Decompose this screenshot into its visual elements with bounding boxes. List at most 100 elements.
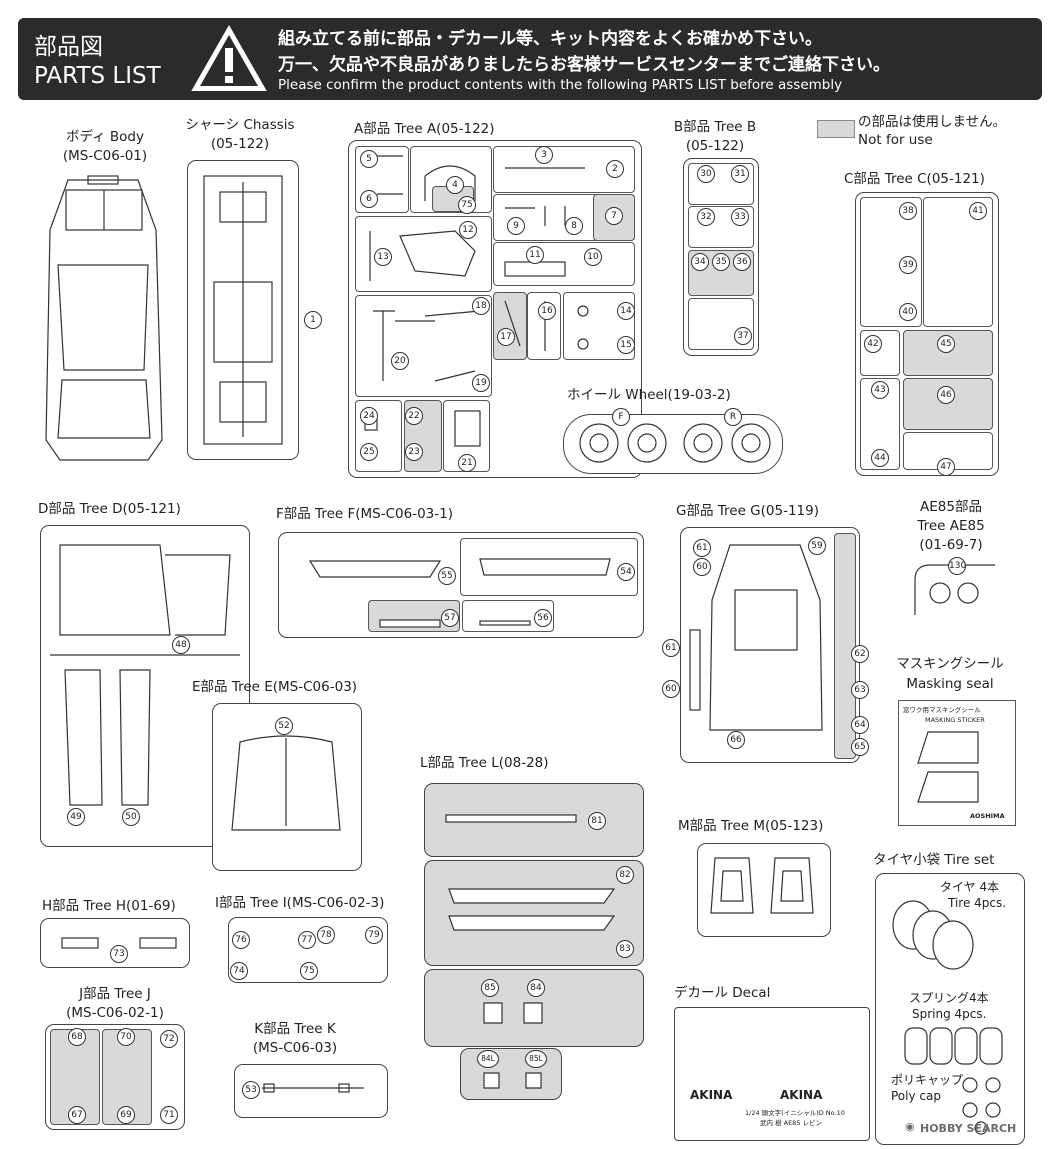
chassis-drawing	[203, 175, 283, 445]
spring-drawing	[904, 1027, 1003, 1065]
tree-ae85-drawing	[914, 564, 995, 615]
wheel-front-marker: F	[612, 408, 630, 426]
part-24: 24	[360, 407, 378, 425]
part-17: 17	[497, 328, 515, 346]
part-59: 59	[808, 537, 826, 555]
part-4: 4	[446, 176, 464, 194]
part-32: 32	[697, 208, 715, 226]
decal-small-text-1: 1/24 頭文字(イニシャル)D No.10	[745, 1109, 845, 1117]
watermark: HOBBY SEARCH	[920, 1122, 1017, 1135]
tree-f-drawing	[308, 558, 611, 628]
part-33: 33	[731, 208, 749, 226]
part-38: 38	[899, 202, 917, 220]
part-82: 82	[616, 866, 634, 884]
tire-count-en: Tire 4pcs.	[948, 896, 1007, 910]
tree-l-label: L部品 Tree L(08-28)	[420, 755, 549, 771]
tree-e-drawing	[231, 735, 341, 831]
decal-akina-2: AKINA	[780, 1088, 823, 1102]
part-60: 60	[662, 680, 680, 698]
masking-brand: AOSHIMA	[970, 812, 1005, 820]
part-44: 44	[871, 449, 889, 467]
warning-line-1: 組み立てる前に部品・デカール等、キット内容をよくお確かめ下さい。	[278, 29, 822, 49]
part-2: 2	[606, 160, 624, 178]
part-47: 47	[937, 458, 955, 476]
part-23: 23	[405, 443, 423, 461]
tree-g-label: G部品 Tree G(05-119)	[676, 503, 819, 519]
part-52: 52	[275, 717, 293, 735]
part-130: 130	[948, 557, 966, 575]
tree-k-drawing	[262, 1083, 364, 1093]
part-37: 37	[734, 327, 752, 345]
tree-i-label: I部品 Tree I(MS-C06-02-3)	[215, 895, 385, 911]
warning-icon	[191, 24, 267, 91]
part-18: 18	[472, 297, 490, 315]
part-57: 57	[441, 609, 459, 627]
tree-e-label: E部品 Tree E(MS-C06-03)	[192, 679, 358, 695]
part-79: 79	[365, 926, 383, 944]
masking-shapes	[917, 731, 979, 803]
part-40: 40	[899, 303, 917, 321]
tree-m-label: M部品 Tree M(05-123)	[678, 818, 824, 834]
warning-en: Please confirm the product contents with…	[278, 77, 843, 93]
part-67: 67	[68, 1106, 86, 1124]
tree-b-label: B部品 Tree B	[673, 119, 757, 135]
part-21: 21	[458, 454, 476, 472]
part-5: 5	[360, 150, 378, 168]
poly-cap-en: Poly cap	[891, 1089, 941, 1103]
wheel-rear-marker: R	[724, 408, 742, 426]
tree-j-code: (MS-C06-02-1)	[66, 1005, 164, 1021]
decal-sheet	[674, 1007, 870, 1141]
wheel-drawing	[579, 423, 771, 463]
header-banner	[18, 18, 1042, 100]
part-55: 55	[438, 567, 456, 585]
poly-cap-drawing	[962, 1077, 1001, 1135]
part-69: 69	[117, 1106, 135, 1124]
decal-small-text-2: 武内 樹 AE85 レビン	[760, 1119, 823, 1127]
part-63: 63	[851, 681, 869, 699]
part-72: 72	[160, 1030, 178, 1048]
part-41: 41	[969, 202, 987, 220]
decal-akina-1: AKINA	[690, 1088, 733, 1102]
part-64: 64	[851, 716, 869, 734]
tree-ae85-code: (01-69-7)	[919, 537, 983, 553]
part-77: 77	[298, 931, 316, 949]
tree-h-label: H部品 Tree H(01-69)	[42, 898, 176, 914]
part-42: 42	[864, 335, 882, 353]
tree-a-label: A部品 Tree A(05-122)	[354, 121, 495, 137]
masking-label-en: Masking seal	[906, 676, 994, 692]
part-53: 53	[242, 1081, 260, 1099]
tree-b-code: (05-122)	[685, 138, 745, 154]
tree-m-seats	[710, 857, 814, 914]
title-jp: 部品図	[34, 34, 103, 60]
part-43: 43	[871, 381, 889, 399]
part-10: 10	[584, 248, 602, 266]
part-20: 20	[391, 352, 409, 370]
body-label: ボディ Body	[66, 129, 144, 145]
part-68: 68	[68, 1028, 86, 1046]
part-30: 30	[697, 165, 715, 183]
part-62: 62	[851, 645, 869, 663]
tree-ae85-label-2: Tree AE85	[917, 518, 985, 534]
tree-a-gray-3	[493, 292, 527, 360]
tree-k-label: K部品 Tree K	[254, 1021, 336, 1037]
part-71: 71	[160, 1106, 178, 1124]
tree-h-drawing	[61, 937, 177, 949]
part-49: 49	[67, 808, 85, 826]
part-16: 16	[538, 302, 556, 320]
poly-cap-jp: ポリキャップ	[891, 1073, 964, 1087]
part-54: 54	[617, 563, 635, 581]
masking-label-jp: マスキングシール	[896, 656, 1004, 672]
part-85: 85	[481, 979, 499, 997]
legend-en: Not for use	[858, 132, 933, 148]
part-65: 65	[851, 738, 869, 756]
hobby-search-logo: ◉	[905, 1120, 915, 1133]
part-9: 9	[507, 217, 525, 235]
tree-g-drawing	[689, 544, 823, 731]
tree-ae85-label-1: AE85部品	[920, 499, 982, 515]
part-84: 84	[527, 979, 545, 997]
body-code: (MS-C06-01)	[62, 148, 148, 164]
part-1: 1	[304, 311, 322, 329]
part-74: 74	[230, 962, 248, 980]
part-6: 6	[360, 190, 378, 208]
part-66: 66	[727, 731, 745, 749]
